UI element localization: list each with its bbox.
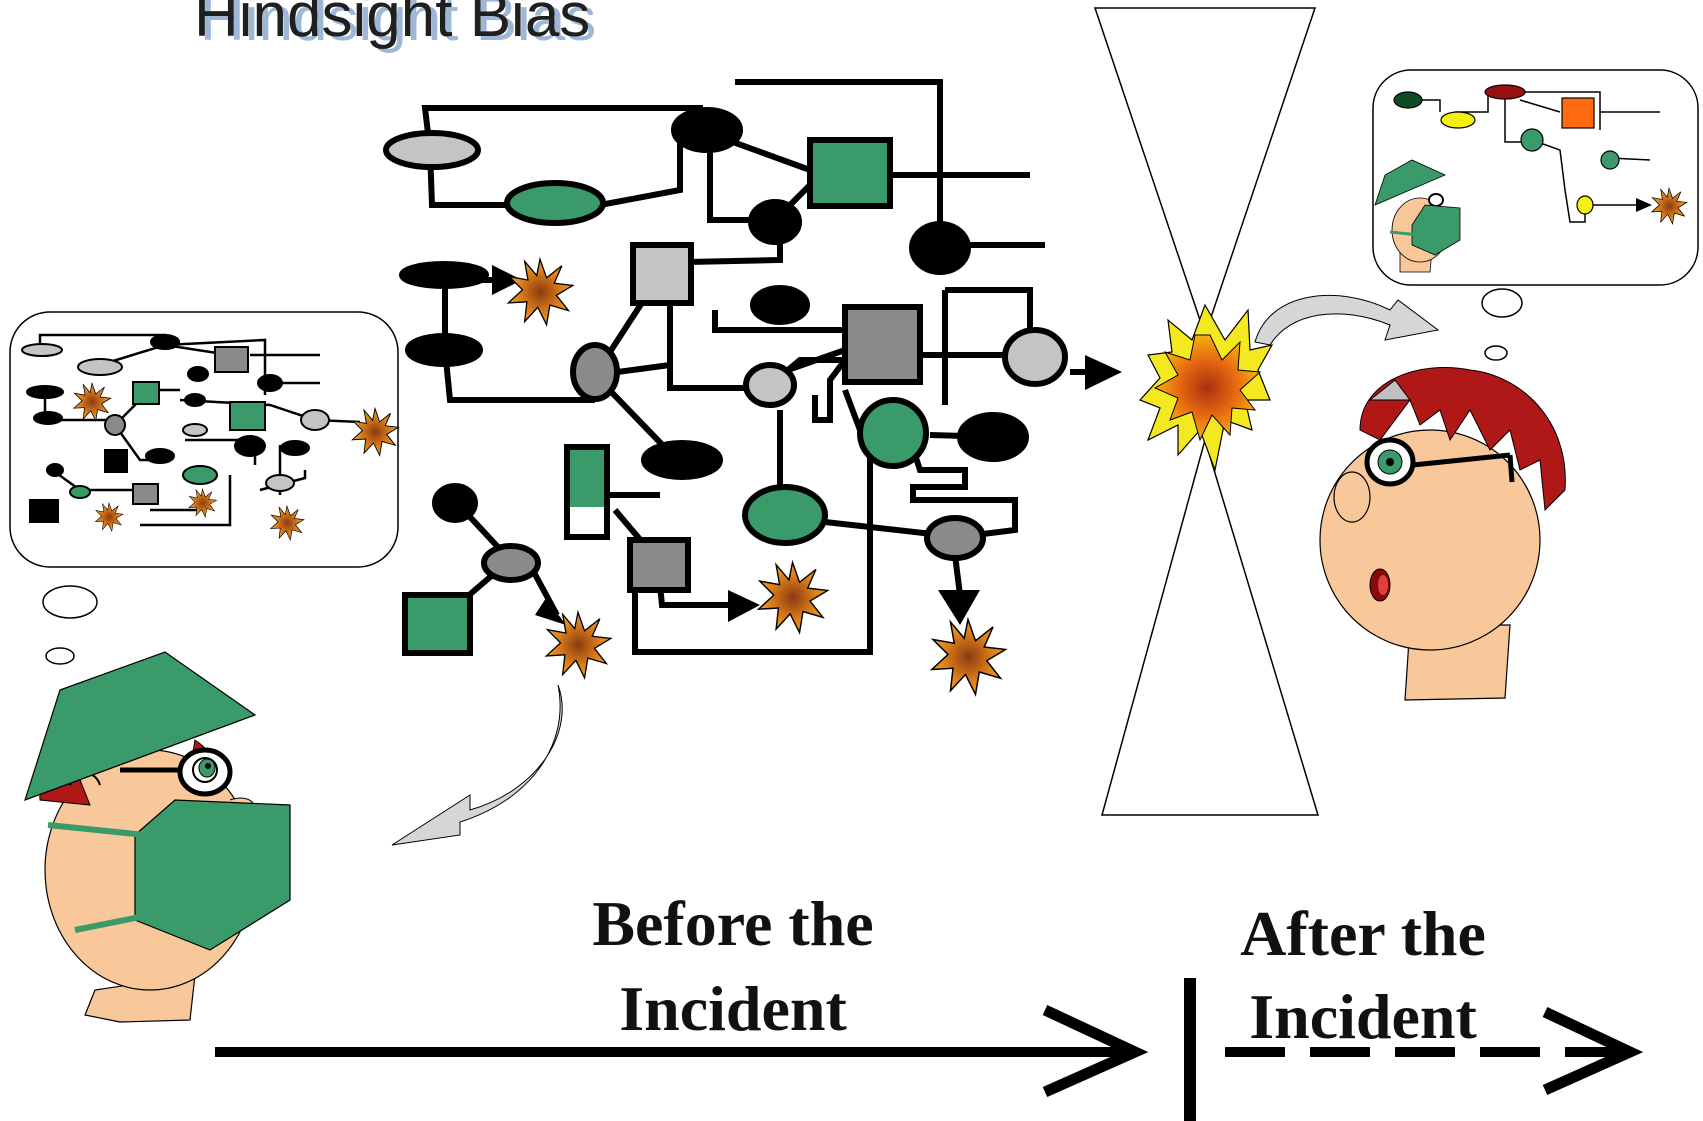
before-label-line2: Incident [619,973,847,1044]
network-node [1002,327,1068,387]
after-label-line2: Incident [1249,981,1477,1052]
network-node [743,362,797,408]
curved-arrow-icon [391,684,563,846]
thought-dot [1484,345,1508,361]
after-label: After the Incident [1240,898,1486,1052]
network-node [641,440,723,480]
mini-node [33,411,63,425]
mini-node [300,409,330,431]
mini-node [104,414,126,436]
network-node [748,199,802,245]
mini-node [145,448,175,464]
mini-node [69,485,91,499]
network-node [570,342,620,402]
surgeon-head-icon [24,651,291,1023]
network-node [399,261,489,289]
network-node [957,412,1029,462]
explosion-icon [545,611,612,679]
network-node [481,543,541,583]
before-label: Before the Incident [592,888,873,1044]
explosion-icon [507,258,574,326]
timeline [215,978,1644,1121]
mini-node [280,440,310,456]
network-node [807,137,893,209]
complex-network [383,79,1122,696]
network-nodes [383,107,1068,656]
network-node [671,107,743,153]
network-node [909,221,971,275]
mini-node [77,358,123,376]
mini-node [132,483,159,505]
curved-arrow-icon [1254,294,1440,346]
before-label-line1: Before the [592,888,873,959]
observer-head-icon [1319,367,1566,701]
network-node [402,592,473,656]
mini-node [214,346,249,373]
arrowhead [1542,1007,1644,1096]
mini-node [182,423,208,437]
path-node [1561,97,1595,129]
network-node [630,242,694,306]
mini-node [184,393,206,407]
path-node [1393,91,1423,109]
title-text: Hindsight Bias [194,0,590,50]
explosion-icon [931,618,1007,696]
path-node [1600,150,1620,170]
mini-node [234,435,266,457]
arrowhead [1636,198,1652,212]
simple-path-nodes [1393,84,1620,215]
network-node [504,180,606,226]
network-node [627,537,691,593]
mini-node [46,463,64,477]
network-node [857,397,929,469]
network-node [742,484,828,546]
network-node [750,285,810,325]
mini-node [229,401,266,431]
mini-node [26,385,64,399]
thought-bubble-after [1372,69,1699,361]
network-node [842,304,923,385]
arrowhead [1042,1005,1149,1098]
mini-node [132,381,160,405]
network-arrowheads [492,265,1122,625]
thought-bubble-before [9,311,399,665]
explosion-icon [757,561,829,634]
mini-network-nodes [21,334,330,523]
path-node [1440,111,1476,129]
thought-dot [42,585,98,619]
mini-node [182,465,218,485]
hourglass-icon [1093,7,1320,816]
network-node [383,130,481,170]
after-label-line1: After the [1240,898,1486,969]
network-node [432,483,478,523]
thought-dot [1481,288,1523,318]
mini-node [257,374,283,392]
network-node [405,333,483,367]
mini-node [265,474,295,492]
mini-node [21,343,63,357]
path-node [1520,128,1544,152]
mini-node [187,366,209,382]
mini-node [150,334,180,350]
title-shadow: Hindsight Bias [200,0,596,54]
mini-surgeon-icon [1374,159,1461,273]
path-node [1576,195,1594,215]
network-node-fill [570,450,604,507]
path-node [1484,84,1526,100]
page-title: Hindsight Bias Hindsight Bias [194,0,596,54]
network-node [924,515,986,561]
mini-node [29,499,59,523]
thought-dot [45,647,75,665]
mini-node [104,449,128,473]
explosion-icon [1138,303,1274,473]
